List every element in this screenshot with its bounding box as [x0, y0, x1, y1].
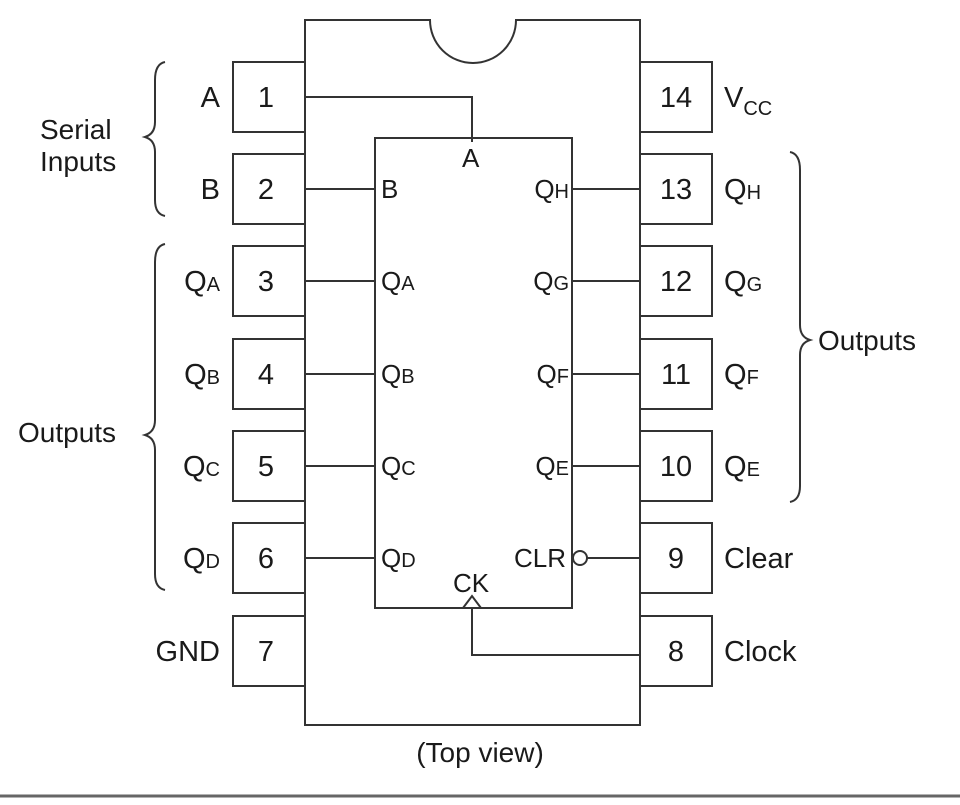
- ic-package-outline: [304, 19, 641, 726]
- wire-pin1-a: [305, 96, 473, 142]
- inner-label-qf: QF: [537, 359, 569, 389]
- pin-1-box: [232, 61, 306, 133]
- pin-6-label: QD: [183, 543, 220, 575]
- pin-12-label: QG: [724, 266, 762, 298]
- clock-input-wedge: [462, 594, 482, 609]
- pin-8: 8 Clock: [639, 615, 797, 687]
- pin-5: 5 QC: [183, 430, 306, 502]
- inner-label-clr: CLR: [514, 543, 566, 573]
- pin-9-label: Clear: [724, 543, 794, 575]
- inner-label-qb: QB: [381, 359, 415, 389]
- pin-2: 2B: [201, 153, 306, 225]
- pin-13-box: [639, 153, 713, 225]
- pin-11-label: QF: [724, 359, 759, 391]
- inner-label-qa: QA: [381, 266, 415, 296]
- pin-3: 3 QA: [184, 245, 306, 317]
- group-braces: [141, 61, 814, 591]
- pin-11: 11 QF: [639, 338, 759, 410]
- left-outputs-group-label: Outputs: [18, 417, 116, 448]
- right-outputs-brace: [789, 151, 814, 503]
- pin-4-box: [232, 338, 306, 410]
- pin-6: 6 QD: [183, 522, 306, 594]
- pin-12: 12 QG: [639, 245, 762, 317]
- pin-3-label: QA: [184, 266, 221, 298]
- pin-14-label: VCC: [724, 82, 772, 120]
- pin-8-number: 8: [668, 636, 684, 668]
- inner-label-qd: QD: [381, 543, 416, 573]
- serial-inputs-label-line1: Serial: [40, 114, 112, 145]
- clr-inversion-bubble: [572, 550, 588, 566]
- right-pin-column: 14 VCC 13 QH 12 QG 11 QF 10 QE 9 Clear 8 Clock: [639, 61, 797, 687]
- pin-2-label: B: [201, 174, 220, 206]
- pin-10-box: [639, 430, 713, 502]
- pin-13-label: QH: [724, 174, 761, 206]
- inner-label-qh: QH: [534, 174, 569, 204]
- pin-14-box: [639, 61, 713, 133]
- pin-14: 14 VCC: [639, 61, 772, 133]
- inner-label-ck: CK: [453, 568, 490, 598]
- pin-13: 13 QH: [639, 153, 761, 225]
- inner-label-a: A: [462, 143, 480, 173]
- pin-6-box: [232, 522, 306, 594]
- inner-label-qg: QG: [533, 266, 569, 296]
- pin-11-number: 11: [661, 359, 691, 391]
- pin-2-number: 2: [258, 174, 274, 206]
- inner-label-b: B: [381, 174, 398, 204]
- wiring: [305, 96, 640, 656]
- pin-7-label: GND: [156, 636, 220, 668]
- pin-3-box: [232, 245, 306, 317]
- inner-label-qc: QC: [381, 451, 416, 481]
- pin-4-number: 4: [258, 359, 274, 391]
- pin-13-number: 13: [660, 174, 692, 206]
- pin-1-number: 1: [258, 82, 274, 114]
- wire-pin8-ck: [471, 608, 640, 656]
- top-view-caption: (Top view): [416, 737, 544, 768]
- pin-7-number: 7: [258, 636, 274, 668]
- pin-10: 10 QE: [639, 430, 760, 502]
- pin-5-label: QC: [183, 451, 220, 483]
- pin-7-box: [232, 615, 306, 687]
- serial-inputs-brace: [141, 61, 166, 217]
- left-outputs-brace: [141, 243, 166, 591]
- inner-labels: A B QA QB QC QD QH QG QF QE CLR CK: [381, 143, 569, 598]
- pin-4: 4 QB: [184, 338, 306, 410]
- pin-8-label: Clock: [724, 636, 797, 668]
- pin-7: 7 GND: [156, 615, 306, 687]
- pin-9-number: 9: [668, 543, 684, 575]
- right-outputs-group-label: Outputs: [818, 325, 916, 356]
- pin-12-number: 12: [660, 266, 692, 298]
- pin-9: 9 Clear: [639, 522, 794, 594]
- pin-3-number: 3: [258, 266, 274, 298]
- pin-8-box: [639, 615, 713, 687]
- pin-10-number: 10: [660, 451, 692, 483]
- pin-6-number: 6: [258, 543, 274, 575]
- inner-label-qe: QE: [535, 451, 569, 481]
- pin-14-number: 14: [660, 82, 692, 114]
- pin-1: 1A: [201, 61, 306, 133]
- pin-11-box: [639, 338, 713, 410]
- pin-4-label: QB: [184, 359, 220, 391]
- pin-10-label: QE: [724, 451, 760, 483]
- serial-inputs-label-line2: Inputs: [40, 146, 116, 177]
- pin-5-number: 5: [258, 451, 274, 483]
- pin-1-label: A: [201, 82, 221, 114]
